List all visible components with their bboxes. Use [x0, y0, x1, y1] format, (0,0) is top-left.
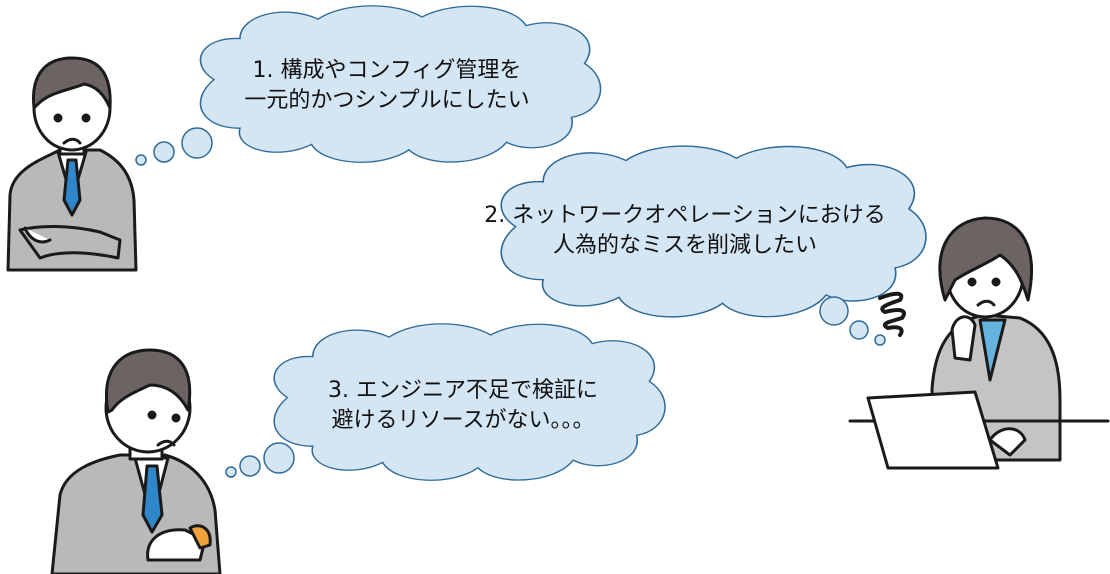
thought-3-line-2: 避けるリソースがない。。。 — [331, 408, 595, 433]
thought-cloud-1 — [135, 5, 602, 166]
woman-laptop-figure — [848, 216, 1110, 470]
stress-scribble-icon — [878, 291, 906, 337]
man-checking-watch-figure — [50, 348, 222, 574]
thought-2-line-1: 2. ネットワークオペレーションにおける — [484, 203, 886, 228]
thought-cloud-2 — [500, 145, 927, 346]
thought-1-line-2: 一元的かつシンプルにしたい — [244, 88, 530, 113]
thought-1-line-1: 1. 構成やコンフィグ管理を — [252, 58, 522, 83]
thought-text-3: 3. エンジニア不足で検証に 避けるリソースがない。。。 — [268, 376, 658, 436]
thought-3-line-1: 3. エンジニア不足で検証に — [328, 378, 598, 403]
thought-text-2: 2. ネットワークオペレーションにおける 人為的なミスを削減したい — [470, 201, 900, 261]
thought-2-line-2: 人為的なミスを削減したい — [552, 233, 817, 258]
thought-cloud-3 — [225, 323, 666, 481]
thought-text-1: 1. 構成やコンフィグ管理を 一元的かつシンプルにしたい — [192, 56, 582, 116]
man-arms-crossed-figure — [6, 56, 138, 272]
